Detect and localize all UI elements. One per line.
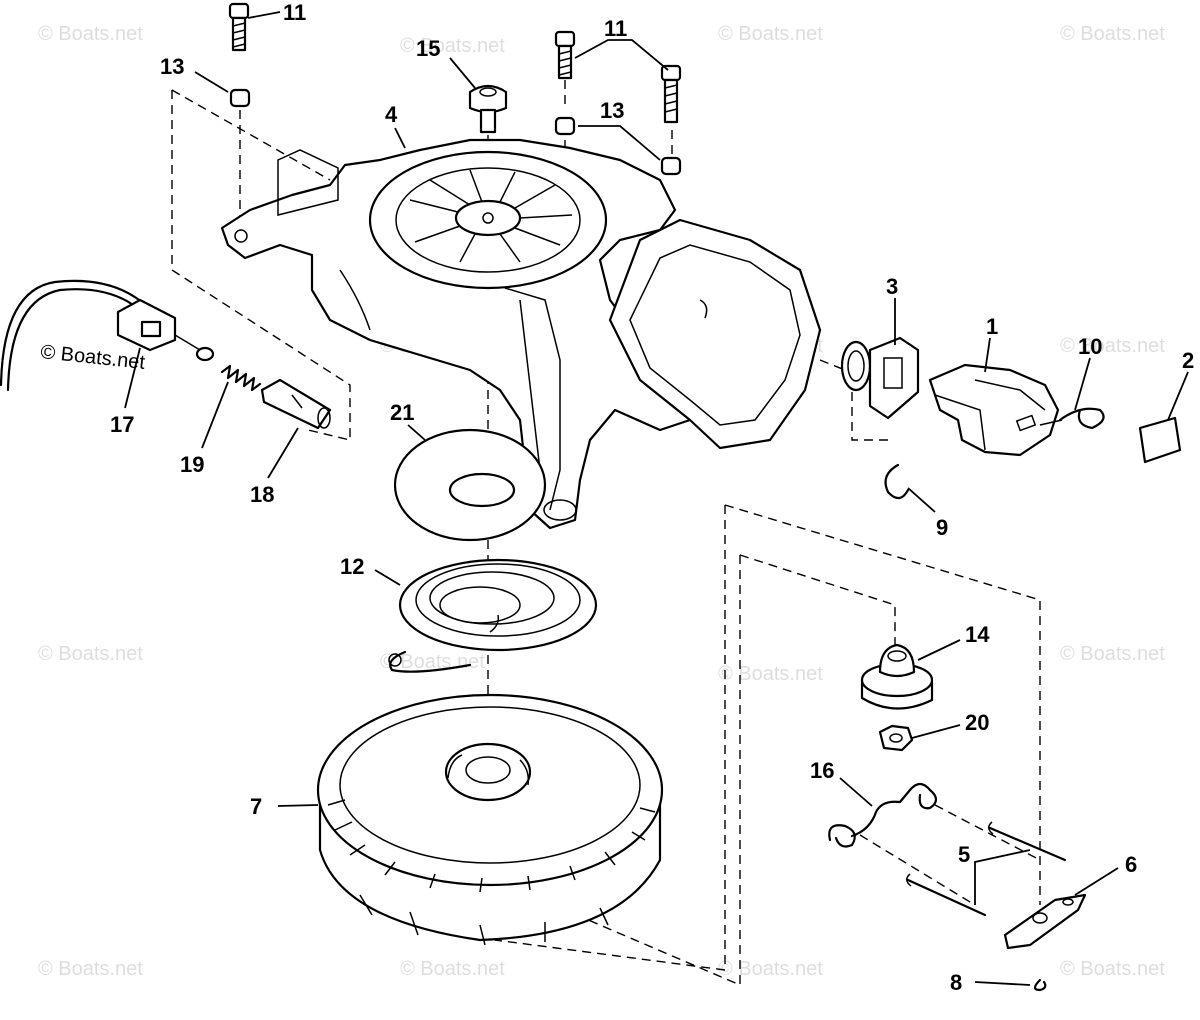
- callout-2: 2: [1182, 348, 1194, 373]
- handle-part-1: [928, 363, 1060, 457]
- watermark: © Boats.net: [718, 23, 823, 45]
- callout-9: 9: [936, 515, 948, 540]
- callout-21: 21: [390, 400, 414, 425]
- bolt-part-15: [468, 84, 508, 134]
- callout-11: 11: [604, 16, 627, 41]
- watermark: © Boats.net: [400, 35, 505, 57]
- callout-3: 3: [886, 274, 898, 299]
- screw-part-11-right: [660, 64, 682, 124]
- leader-lines: [124, 11, 1189, 986]
- watermark-layer: © Boats.net © Boats.net © Boats.net © Bo…: [38, 23, 1165, 980]
- callout-4: 4: [385, 102, 398, 127]
- cam-part-14: [860, 643, 934, 710]
- watermark: © Boats.net: [718, 663, 823, 685]
- callout-labels: 11 13 15 11 13 4 3 1 10 2 17 19 18 21 9 …: [110, 0, 1194, 995]
- insert-part-2: [1138, 416, 1182, 464]
- watermark: © Boats.net: [400, 958, 505, 980]
- bushing-part-13: [229, 88, 682, 176]
- plate-part-6: [1003, 893, 1087, 950]
- callout-13: 13: [600, 98, 624, 123]
- screw-part-11-left: [228, 2, 250, 52]
- rewind-spring-part-12: [388, 558, 598, 673]
- callout-15: 15: [416, 36, 440, 61]
- clip-part-8: [1033, 978, 1047, 992]
- screw-part-11-mid: [554, 30, 576, 80]
- callout-11: 11: [283, 0, 306, 25]
- nut-part-20: [878, 724, 914, 752]
- watermark-prominent: © Boats.net: [39, 341, 146, 374]
- spring-part-19: [220, 364, 262, 392]
- ring-part-9: [884, 463, 910, 500]
- callout-6: 6: [1125, 852, 1137, 877]
- wire-part-5: [906, 821, 1067, 917]
- callout-1: 1: [986, 314, 998, 339]
- watermark: © Boats.net: [38, 643, 143, 665]
- watermark: © Boats.net: [1060, 958, 1165, 980]
- callout-17: 17: [110, 412, 134, 437]
- link-spring-part-16: [828, 782, 938, 848]
- callout-16: 16: [810, 758, 834, 783]
- pin-part-18: [260, 378, 332, 430]
- watermark: © Boats.net: [38, 958, 143, 980]
- housing-part-4: [220, 138, 822, 530]
- callout-14: 14: [965, 622, 990, 647]
- watermark: © Boats.net: [1060, 23, 1165, 45]
- callout-5: 5: [958, 842, 970, 867]
- callout-12: 12: [340, 554, 364, 579]
- watermark: © Boats.net: [1060, 643, 1165, 665]
- callout-7: 7: [250, 794, 262, 819]
- grommet-part-3: [840, 336, 920, 420]
- callout-19: 19: [180, 452, 204, 477]
- pulley-part-7: [316, 693, 664, 946]
- watermark: © Boats.net: [718, 958, 823, 980]
- watermark: © Boats.net: [1060, 335, 1165, 357]
- callout-18: 18: [250, 482, 274, 507]
- callout-20: 20: [965, 710, 989, 735]
- watermark: © Boats.net: [38, 23, 143, 45]
- callout-10: 10: [1078, 334, 1102, 359]
- callout-13: 13: [160, 54, 184, 79]
- cable-part-17: [0, 279, 215, 392]
- washer-part-21: [393, 428, 547, 542]
- callout-8: 8: [950, 970, 962, 995]
- rope-part-10: [1039, 407, 1105, 430]
